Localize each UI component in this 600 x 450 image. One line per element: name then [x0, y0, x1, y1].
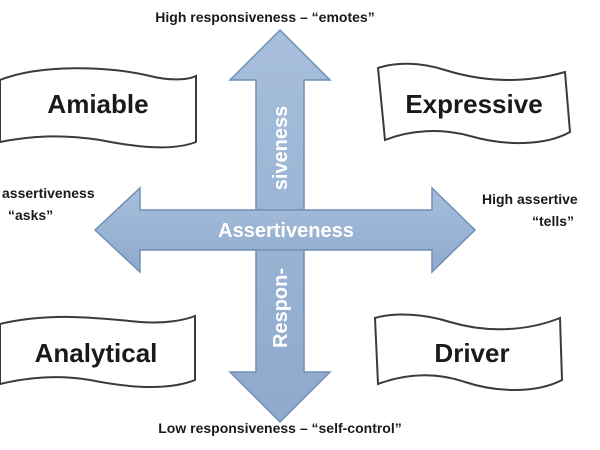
assertiveness-axis-label: Assertiveness: [218, 220, 354, 242]
banner-amiable: Amiable: [0, 67, 197, 149]
quadrant-label-expressive: Expressive: [405, 89, 542, 119]
banner-driver: Driver: [373, 313, 564, 391]
quadrant-label-driver: Driver: [434, 338, 509, 368]
caption-low-responsiveness: Low responsiveness – “self-control”: [158, 420, 402, 436]
caption-low-assertiveness: assertiveness: [2, 185, 95, 201]
caption-high-assertiveness: High assertive: [482, 191, 578, 207]
assertiveness-arrow: [93, 186, 477, 274]
caption-asks: “asks”: [8, 207, 53, 223]
responsiveness-axis-label-bottom: Respon-: [270, 268, 292, 348]
caption-tells: “tells”: [532, 213, 574, 229]
caption-high-responsiveness: High responsiveness – “emotes”: [155, 9, 374, 25]
quadrant-label-analytical: Analytical: [35, 338, 158, 368]
banner-analytical: Analytical: [0, 314, 196, 388]
responsiveness-axis-label-top: siveness: [270, 106, 292, 191]
quadrant-label-amiable: Amiable: [47, 89, 148, 119]
banner-expressive: Expressive: [376, 62, 572, 145]
